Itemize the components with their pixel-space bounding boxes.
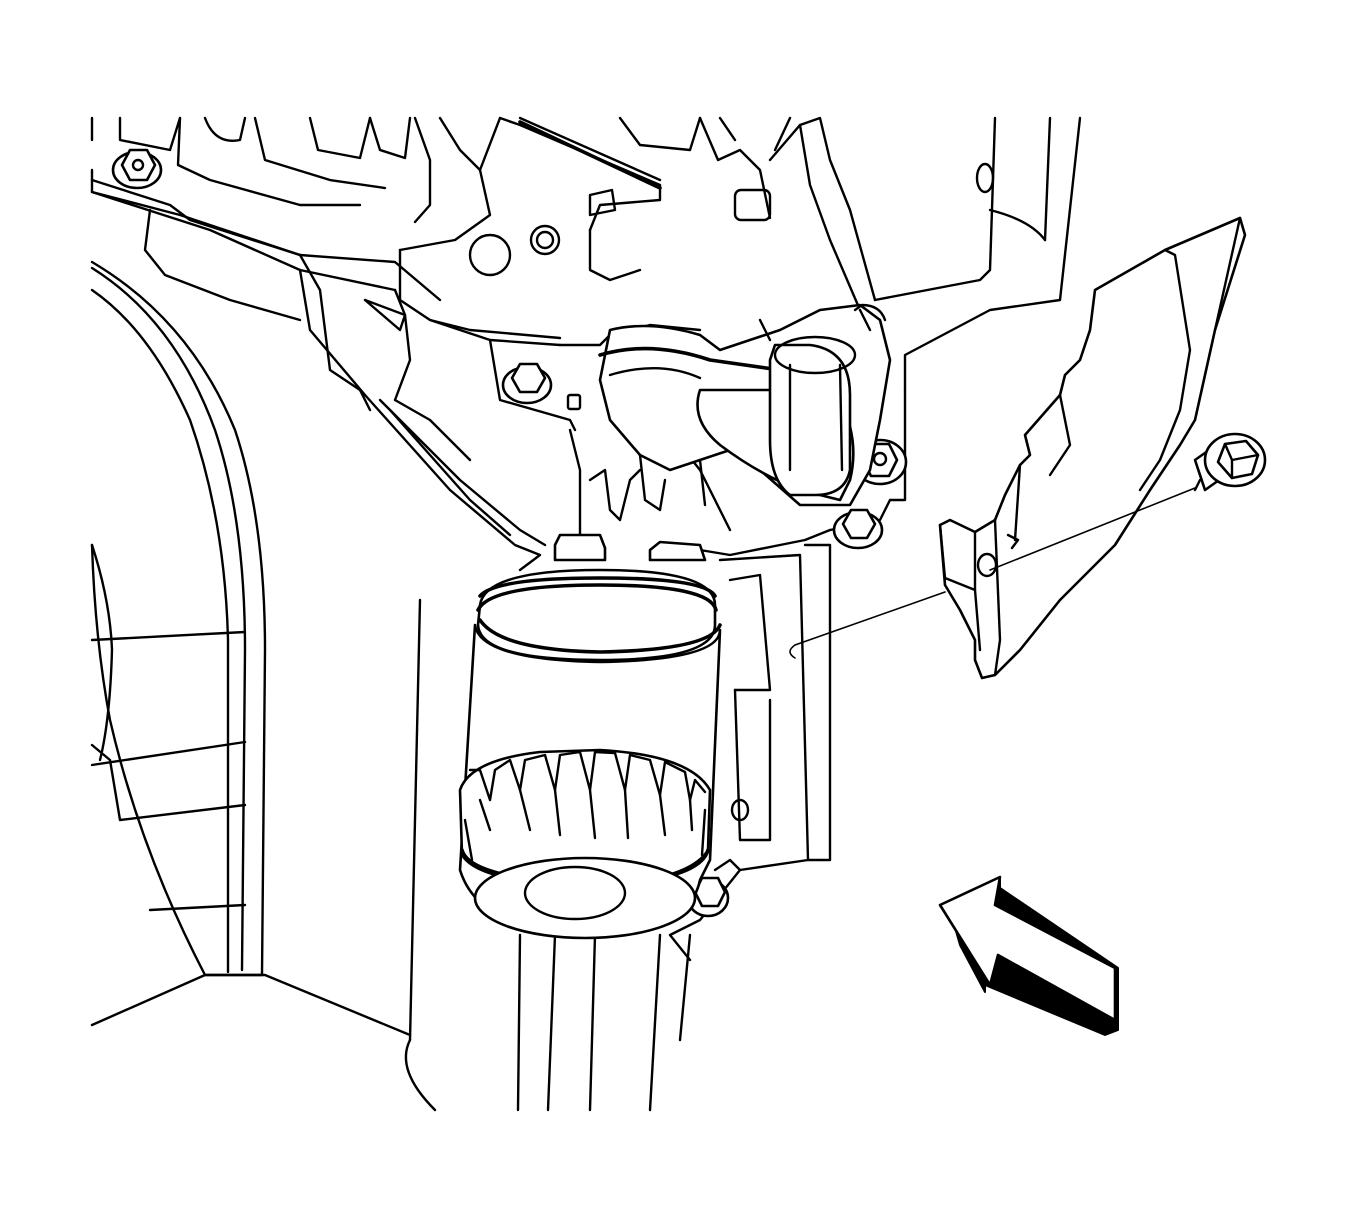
heat-shield-bracket [938, 216, 1247, 680]
bolt-center-left [501, 362, 553, 405]
oil-filter [458, 533, 722, 940]
oil-filter-adapter [598, 303, 892, 512]
bolt-top-left [111, 148, 163, 190]
bolt-adapter-lower [832, 508, 884, 550]
shield-bolt [1193, 432, 1267, 492]
view-direction-arrow [938, 875, 1119, 1036]
bolt-guide-line [789, 487, 1196, 659]
